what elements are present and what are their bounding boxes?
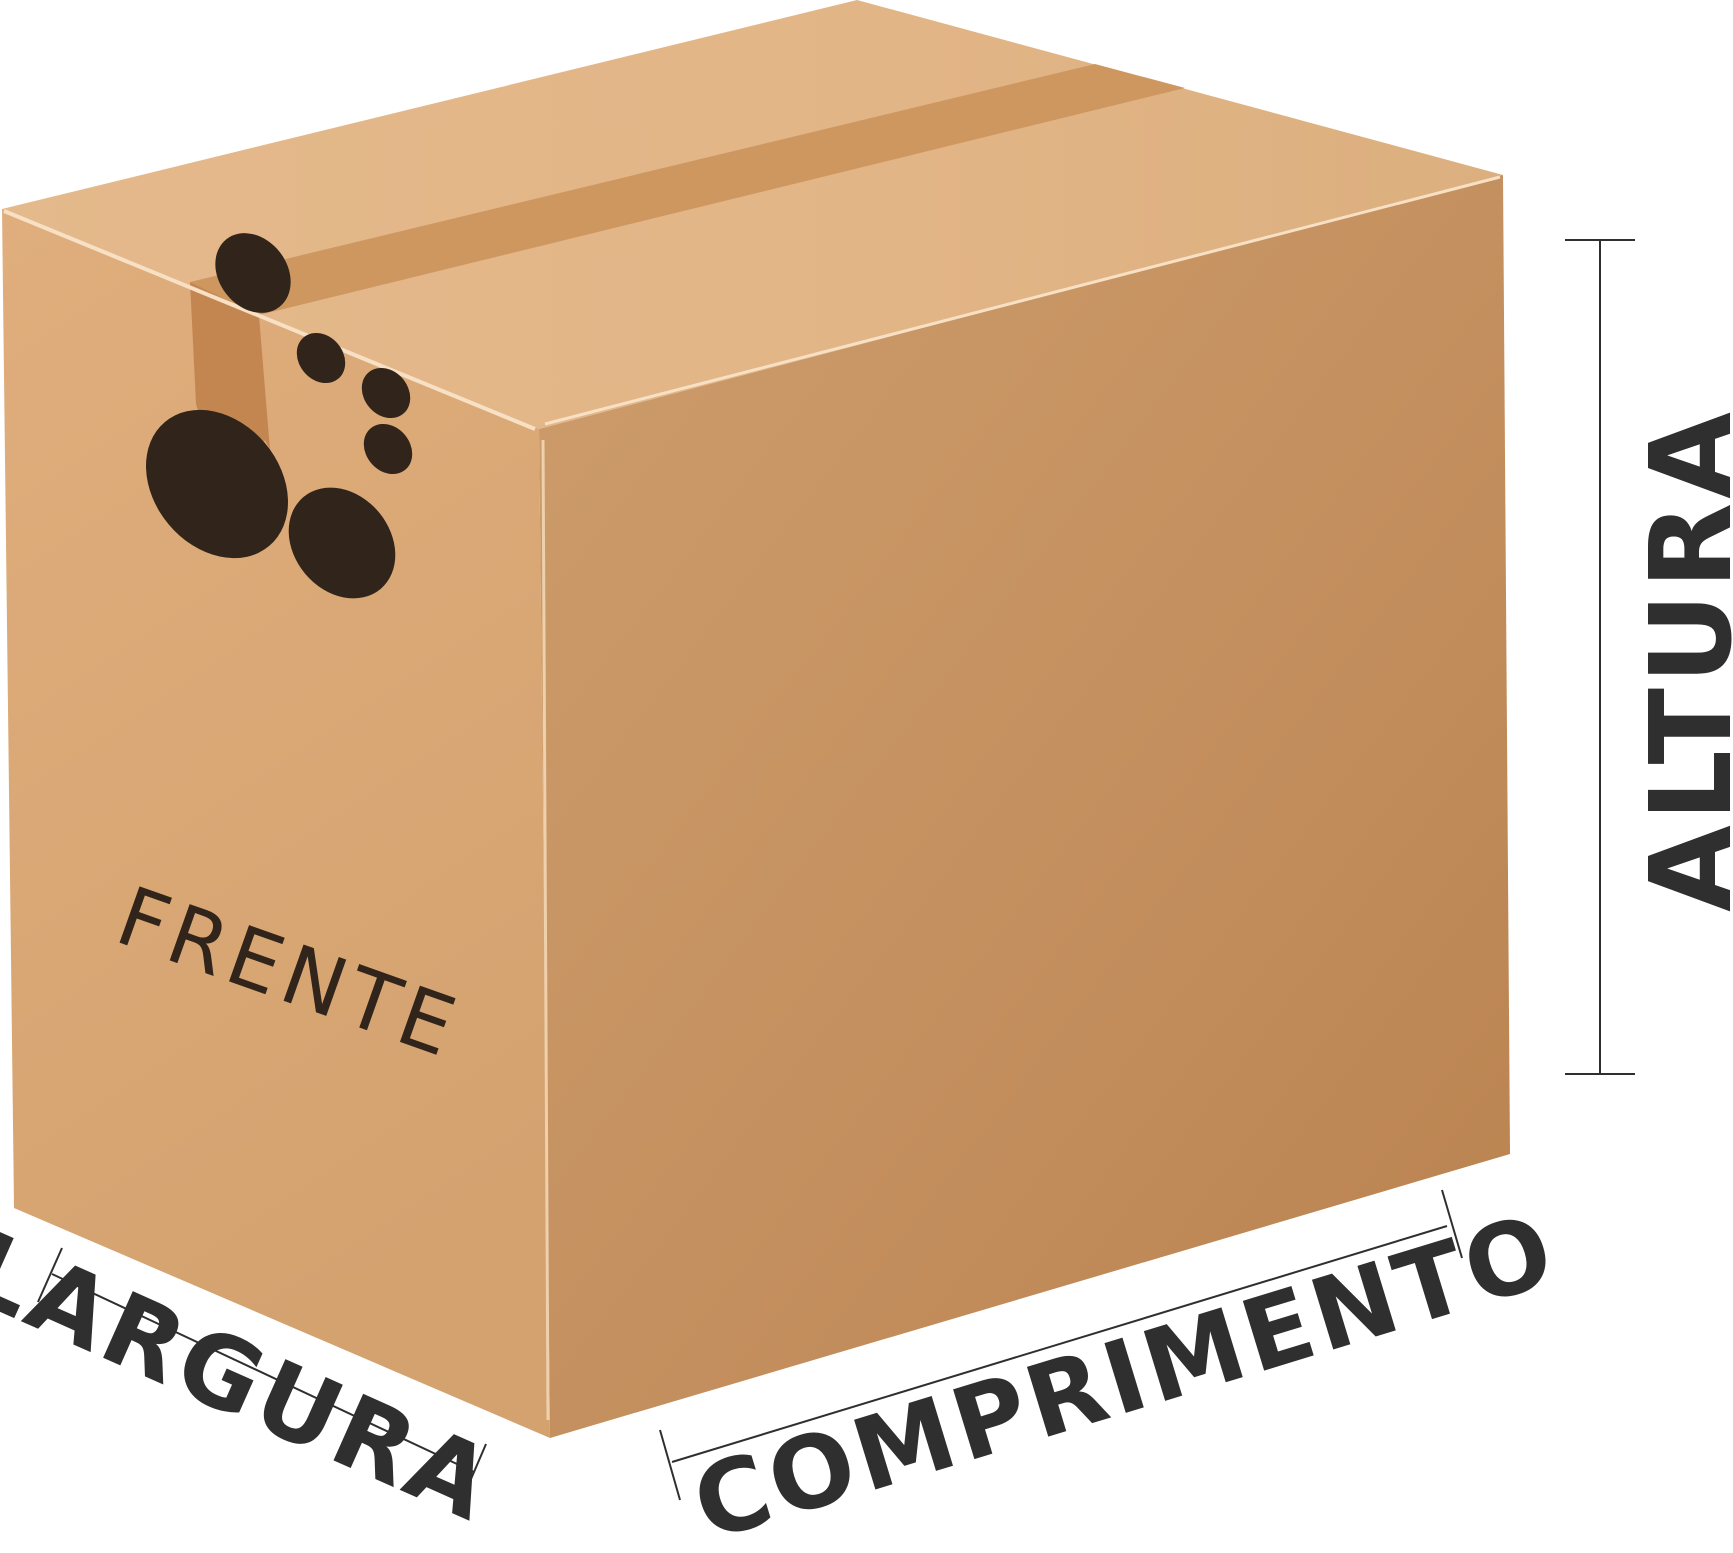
box-edge-highlight-left [3, 209, 536, 431]
box-edge-highlight-right [544, 175, 1501, 426]
box-top-face [2, 0, 1503, 429]
width-dimension-line [37, 1247, 487, 1501]
paw-toe-1 [215, 233, 291, 313]
paw-toe-4 [363, 423, 413, 475]
box-side-face [539, 175, 1510, 1438]
paw-pad-large [146, 409, 288, 559]
box-top-tape [190, 64, 1185, 316]
paw-toe-3 [361, 367, 411, 419]
box-front-tape-flap [190, 282, 270, 452]
paw-pad-small [288, 487, 396, 599]
height-label: ALTURA [1627, 408, 1733, 912]
height-dimension-line [1565, 239, 1635, 1075]
paw-toe-2 [296, 332, 346, 384]
paw-print-icon [146, 233, 413, 599]
box-front-face [2, 209, 550, 1438]
cardboard-box [2, 0, 1510, 1438]
length-dimension-line [659, 1189, 1463, 1501]
box-corner-highlight [541, 439, 550, 1421]
